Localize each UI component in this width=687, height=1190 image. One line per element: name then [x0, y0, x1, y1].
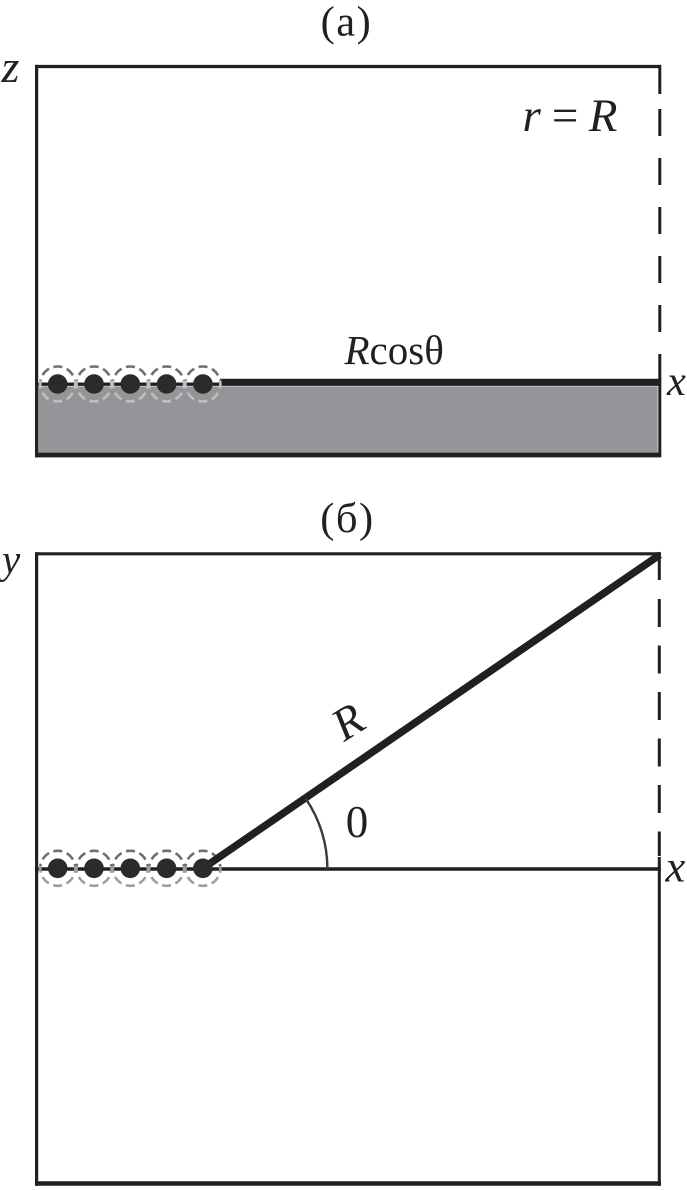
- svg-text:Rcosθ: Rcosθ: [344, 327, 444, 373]
- svg-text:y: y: [0, 536, 21, 582]
- svg-text:(а): (а): [321, 0, 373, 45]
- svg-text:(б): (б): [320, 495, 374, 542]
- svg-text:R: R: [321, 693, 373, 752]
- svg-text:r = R: r = R: [523, 90, 618, 142]
- svg-text:z: z: [1, 41, 20, 92]
- svg-text:x: x: [665, 841, 686, 891]
- svg-text:0: 0: [346, 797, 369, 847]
- svg-text:x: x: [666, 358, 686, 405]
